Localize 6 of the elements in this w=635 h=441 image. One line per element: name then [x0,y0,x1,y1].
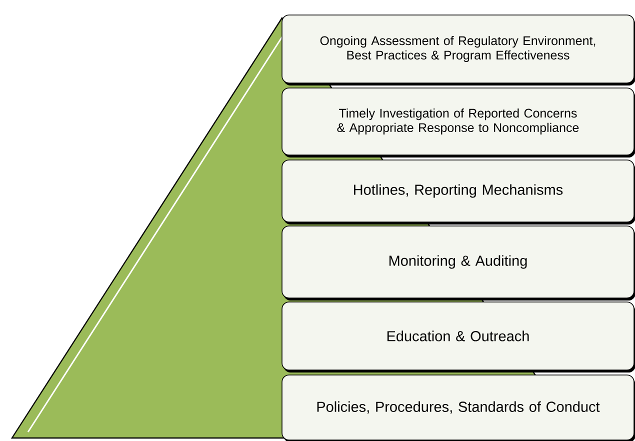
step-box: Ongoing Assessment of Regulatory Environment, Best Practices & Program Effectiveness [282,14,635,86]
step-box: Timely Investigation of Reported Concerns & Appropriate Response to Noncompliance [282,88,635,158]
step-box: Education & Outreach [282,302,635,372]
step-box: Monitoring & Auditing [282,226,635,300]
step-box: Policies, Procedures, Standards of Conduct [282,374,635,441]
step-box: Hotlines, Reporting Mechanisms [282,160,635,224]
